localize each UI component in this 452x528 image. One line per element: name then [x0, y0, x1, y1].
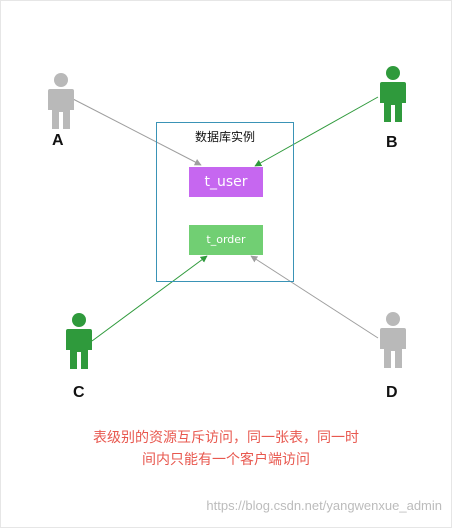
source-watermark: https://blog.csdn.net/yangwenxue_admin — [206, 498, 442, 513]
arrow-c-to-t-order — [91, 255, 208, 342]
user-b-label: B — [386, 134, 398, 151]
arrow-d-to-t-order — [250, 255, 379, 339]
table-t-order: t_order — [189, 225, 263, 255]
arrow-b-to-t-user — [254, 96, 379, 167]
user-b-person-icon — [380, 66, 406, 122]
user-c-label: C — [73, 384, 85, 401]
caption-line-2: 间内只能有一个客户端访问 — [142, 452, 310, 468]
table-t-user: t_user — [189, 167, 263, 197]
arrow-a-to-t-user — [72, 98, 202, 166]
caption-line-1: 表级别的资源互斥访问，同一张表，同一时 — [93, 430, 359, 446]
user-c-person-icon — [66, 313, 92, 369]
user-a-person-icon — [48, 73, 74, 129]
user-d-label: D — [386, 384, 398, 401]
user-a-label: A — [52, 132, 64, 149]
database-instance-title: 数据库实例 — [194, 130, 255, 144]
diagram-caption: 表级别的资源互斥访问，同一张表，同一时 间内只能有一个客户端访问 — [40, 427, 412, 471]
user-d-person-icon — [380, 312, 406, 368]
database-instance-box — [156, 122, 294, 282]
